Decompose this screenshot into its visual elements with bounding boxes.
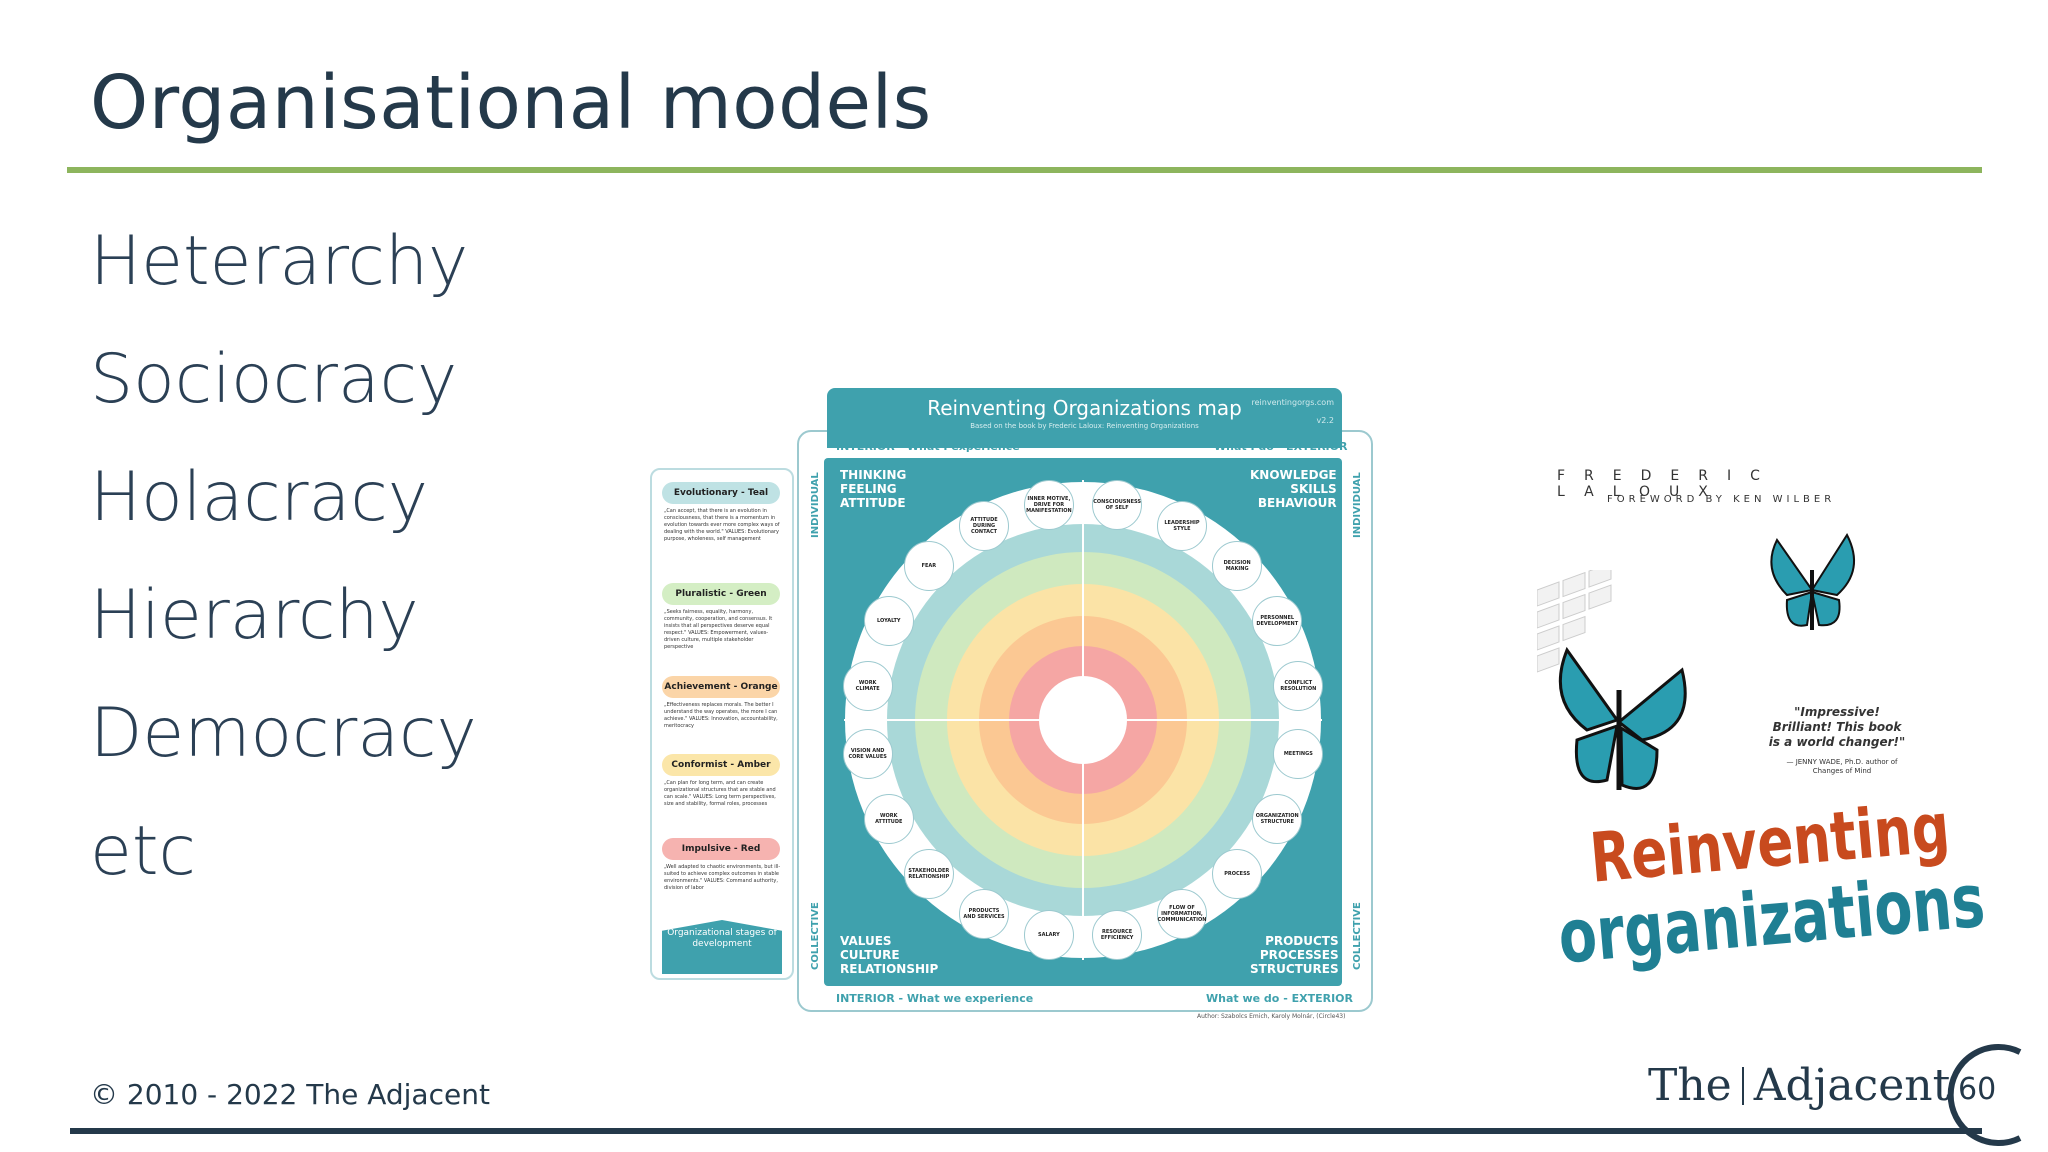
stage-red: Impulsive - Red: [662, 838, 780, 860]
topic-bubble: FLOW OF INFORMATION, COMMUNICATION: [1156, 889, 1207, 940]
book-author: FREDERIC LALOUX: [1557, 468, 1779, 500]
butterfly-icon: [1558, 646, 1687, 790]
topic-bubble: CONSCIOUSNESS OF SELF: [1092, 479, 1143, 530]
collective-right-label: COLLECTIVE: [1352, 902, 1363, 970]
topic-bubble: RESOURCE EFFICIENCY: [1092, 910, 1143, 961]
bottom-left-label: INTERIOR - What we experience: [836, 992, 1034, 1005]
list-item: Hierarchy: [90, 576, 419, 655]
butterfly-icon: [1770, 532, 1855, 630]
copyright-text: © 2010 - 2022 The Adjacent: [90, 1078, 490, 1111]
individual-right-label: INDIVIDUAL: [1352, 472, 1363, 538]
topic-bubble: SALARY: [1023, 910, 1074, 961]
book-cover: FREDERIC LALOUX FOREWORD BY KEN WILBER "…: [1537, 440, 1988, 1010]
quadrant-tl-label: THINKING FEELING ATTITUDE: [840, 468, 907, 510]
topic-bubble: PRODUCTS AND SERVICES: [959, 889, 1010, 940]
book-foreword: FOREWORD BY KEN WILBER: [1607, 494, 1836, 505]
keyboard-image: [1537, 570, 1612, 673]
brand-left: The: [1648, 1060, 1732, 1111]
topic-bubble: MEETINGS: [1273, 729, 1324, 780]
map-title: Reinventing Organizations map: [927, 396, 1242, 420]
topic-bubble: VISION AND CORE VALUES: [842, 729, 893, 780]
reinventing-organizations-map: Reinventing Organizations map Based on t…: [650, 388, 1373, 1028]
legend-footer: Organizational stages of development: [662, 920, 782, 974]
stages-legend: Evolutionary - Teal „Can accept, that th…: [650, 468, 794, 980]
topic-bubble: WORK CLIMATE: [842, 660, 893, 711]
brand-separator: [1741, 1067, 1744, 1105]
map-circle-diagram: [844, 480, 1322, 960]
topic-bubble: ATTITUDE DURING CONTACT: [959, 500, 1010, 551]
brand-logo: The Adjacent: [1648, 1060, 1950, 1111]
topic-bubble: DECISION MAKING: [1212, 540, 1263, 591]
map-version: v2.2: [1316, 416, 1334, 425]
map-url: reinventingorgs.com: [1251, 398, 1334, 407]
individual-left-label: INDIVIDUAL: [810, 472, 821, 538]
list-item: Democracy: [90, 694, 477, 773]
list-item: etc: [90, 812, 196, 891]
topic-bubble: LEADERSHIP STYLE: [1156, 500, 1207, 551]
topic-bubble: PERSONNEL DEVELOPMENT: [1252, 596, 1303, 647]
topic-bubble: FEAR: [903, 540, 954, 591]
models-list: Heterarchy Sociocracy Holacracy Hierarch…: [90, 222, 477, 930]
topic-bubble: INNER MOTIVE, DRIVE FOR MANIFESTATION: [1023, 479, 1074, 530]
top-right-label: What I do - EXTERIOR: [1214, 440, 1348, 453]
bottom-right-label: What we do - EXTERIOR: [1206, 992, 1353, 1005]
topic-bubble: PROCESS: [1212, 849, 1263, 900]
topic-bubble: STAKEHOLDER RELATIONSHIP: [903, 849, 954, 900]
stage-teal-desc: „Can accept, that there is an evolution …: [664, 508, 780, 542]
footer-rule: [70, 1128, 1982, 1134]
stage-amber: Conformist - Amber: [662, 754, 780, 776]
stage-green-desc: „Seeks fairness, equality, harmony, comm…: [664, 609, 773, 650]
quadrant-tr-label: KNOWLEDGE SKILLS BEHAVIOUR: [1250, 468, 1337, 510]
map-header: Reinventing Organizations map Based on t…: [827, 388, 1342, 448]
stage-orange-desc: „Effectiveness replaces morals. The bett…: [664, 702, 778, 729]
quadrant-bl-label: VALUES CULTURE RELATIONSHIP: [840, 934, 939, 976]
list-item: Heterarchy: [90, 222, 469, 301]
page-number-arc-icon: [1947, 1044, 2022, 1146]
quadrant-br-label: PRODUCTS PROCESSES STRUCTURES: [1250, 934, 1339, 976]
collective-left-label: COLLECTIVE: [810, 902, 821, 970]
book-quote-attribution: — JENNY WADE, Ph.D. author of Changes of…: [1786, 758, 1898, 775]
topic-bubble: WORK ATTITUDE: [863, 793, 914, 844]
slide-title: Organisational models: [90, 60, 932, 146]
list-item: Sociocracy: [90, 340, 458, 419]
topic-bubble: CONFLICT RESOLUTION: [1273, 660, 1324, 711]
map-subtitle: Based on the book by Frederic Laloux: Re…: [970, 422, 1199, 430]
title-underline: [67, 167, 1982, 173]
stage-green: Pluralistic - Green: [662, 583, 780, 605]
top-left-label: INTERIOR - What I experience: [836, 440, 1020, 453]
list-item: Holacracy: [90, 458, 428, 537]
topic-bubble: ORGANIZATION STRUCTURE: [1252, 793, 1303, 844]
page-number: 60: [1958, 1072, 1997, 1107]
stage-red-desc: „Well adapted to chaotic environments, b…: [664, 864, 781, 891]
brand-right: Adjacent: [1753, 1060, 1951, 1111]
topic-bubble: LOYALTY: [863, 596, 914, 647]
stage-teal: Evolutionary - Teal: [662, 482, 780, 504]
stage-amber-desc: „Can plan for long term, and can create …: [664, 780, 776, 807]
map-author: Author: Szabolcs Emich, Karoly Molnár, (…: [1197, 1013, 1346, 1020]
book-quote: "Impressive! Brilliant! This book is a w…: [1768, 705, 1906, 749]
stage-orange: Achievement - Orange: [662, 676, 780, 698]
